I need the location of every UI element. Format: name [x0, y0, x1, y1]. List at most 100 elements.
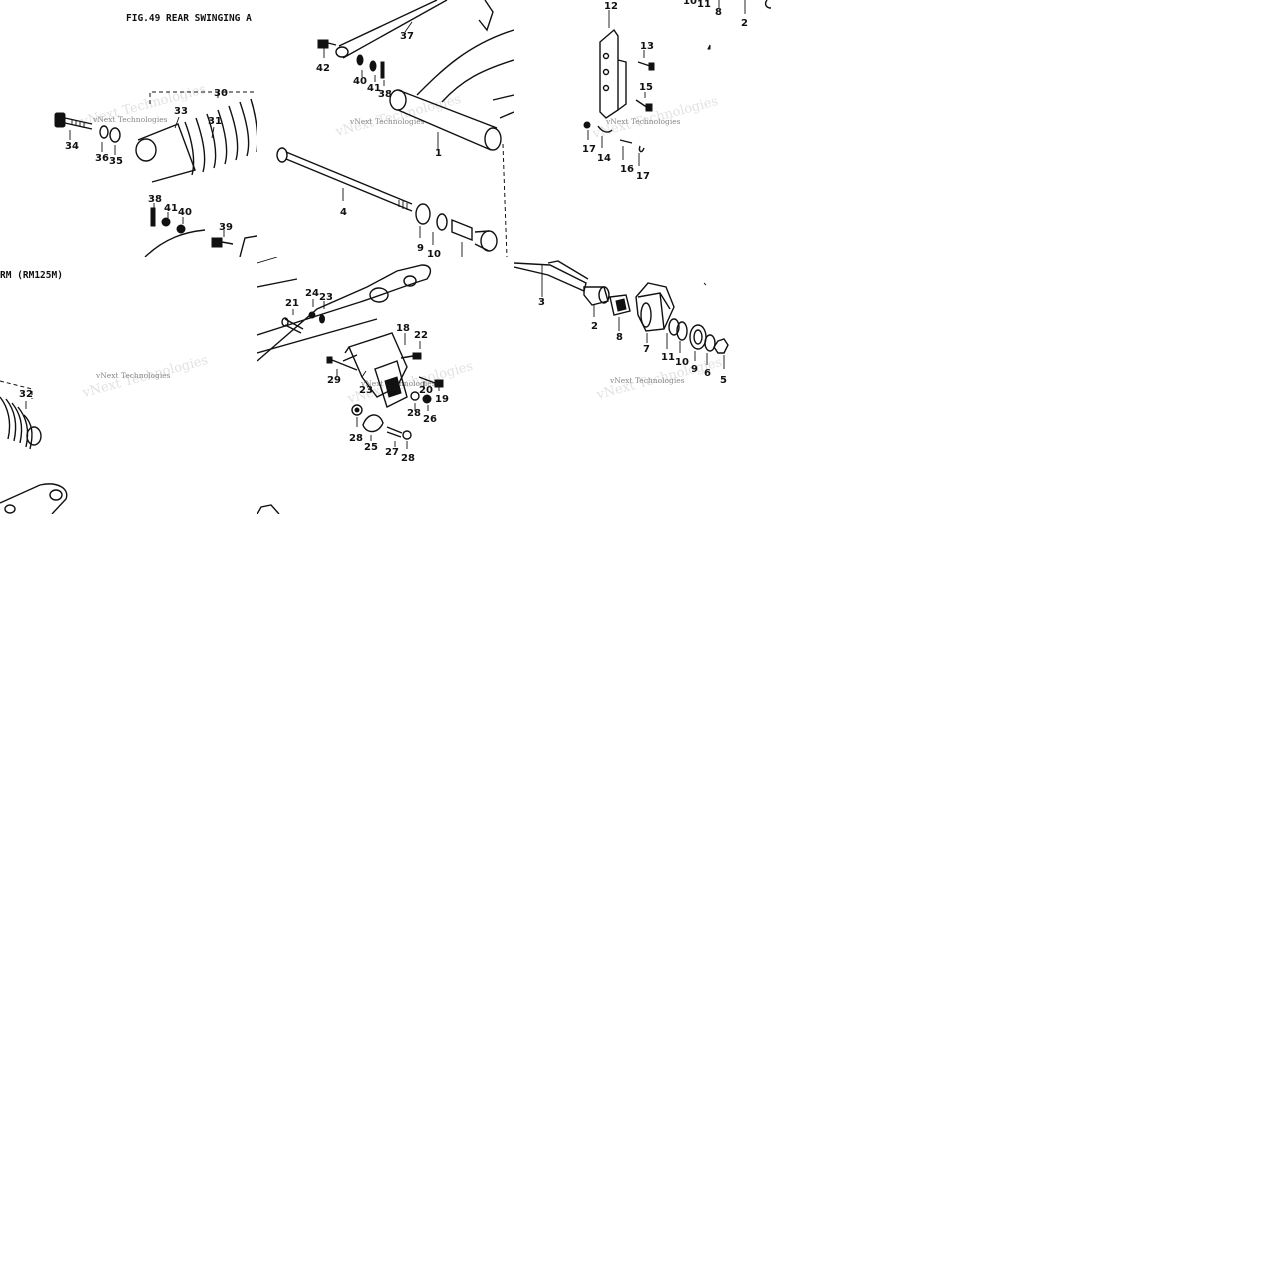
washer-28c: [402, 430, 412, 440]
adjuster-block-shade: [384, 376, 402, 398]
svg-text:22: 22: [414, 330, 428, 341]
bushing-2: [583, 286, 609, 306]
shock-lower-eye: [26, 426, 42, 446]
svg-text:13: 13: [640, 41, 654, 52]
adjuster-block: [374, 360, 408, 408]
figure-title: FIG.49 REAR SWINGING A: [126, 13, 252, 24]
svg-text:30: 30: [214, 88, 228, 99]
swingarm-brace: [492, 94, 514, 119]
bolt-22-head: [412, 352, 422, 360]
tube-1-end-right: [484, 127, 502, 151]
bolt-34-shank: [64, 117, 93, 130]
callout-labels-t6: 3 2 8 7 11 10 9 6 5: [538, 297, 727, 386]
leader-lines-lower: [153, 203, 225, 237]
svg-text:40: 40: [178, 207, 192, 218]
washer-6: [704, 334, 716, 352]
pin-21-end: [281, 317, 289, 327]
svg-text:14: 14: [597, 153, 611, 164]
hex-nut-7: [635, 282, 675, 332]
svg-text:35: 35: [109, 156, 123, 167]
cotter-pin-38: [380, 61, 385, 79]
pivot-shaft-drawing: vNext Technologies vNext Technologies: [276, 0, 514, 257]
svg-text:9: 9: [417, 243, 424, 254]
clip-14: [597, 125, 613, 133]
svg-text:21: 21: [285, 298, 299, 309]
dust-seal-10: [436, 213, 448, 231]
shock-eye-33: [135, 138, 157, 162]
bolt-42-shank: [327, 42, 337, 46]
tube-1-end: [389, 89, 407, 111]
svg-text:28: 28: [349, 433, 363, 444]
center-line: [502, 143, 508, 257]
link-hole-2: [4, 504, 16, 514]
bracket-flange: [342, 346, 358, 362]
svg-text:19: 19: [435, 394, 449, 405]
chain-guide-12-side: [617, 59, 627, 111]
bolt-29-head: [326, 356, 333, 364]
bushing-2-end: [598, 286, 610, 304]
svg-text:28: 28: [401, 453, 415, 464]
callout-labels-t4: 32: [19, 389, 33, 400]
washer-9-bore: [693, 329, 703, 345]
svg-text:7: 7: [643, 344, 650, 355]
spring-32: [0, 396, 33, 450]
axle-spacer-drawing: vNext Technologies vNext Technologies 3 …: [514, 260, 729, 403]
svg-text:16: 16: [620, 164, 634, 175]
nut-17b: [638, 145, 645, 153]
diagram-tile-pivot-shaft: vNext Technologies vNext Technologies: [257, 0, 514, 257]
chain-guide-12: [599, 28, 619, 119]
svg-text:38: 38: [378, 89, 392, 100]
frame-top: [257, 257, 278, 264]
link-hole-1: [49, 489, 63, 501]
washer-36: [99, 125, 109, 139]
axle-slot: [369, 287, 389, 303]
swingarm-tube-1: [397, 89, 498, 151]
hole-2: [602, 68, 610, 76]
svg-text:28: 28: [407, 408, 421, 419]
bolt-20: [418, 376, 436, 384]
diagram-tile-shock-lower: RM (RM125M) vNext Technologies vNext Tec…: [0, 257, 257, 514]
diagram-tile-axle-spacer: vNext Technologies vNext Technologies 3 …: [514, 257, 771, 514]
part-edge: [764, 0, 771, 9]
washer-9: [689, 324, 707, 350]
hole-3: [602, 84, 610, 92]
svg-text:11: 11: [697, 0, 711, 10]
nut-23: [319, 314, 325, 324]
leader-13-15: [643, 50, 646, 98]
bolt-27: [386, 426, 403, 438]
svg-text:10: 10: [675, 357, 689, 368]
svg-text:27: 27: [385, 447, 399, 458]
bolt-39-head: [211, 237, 223, 248]
assembly-bracket-30: [149, 91, 257, 104]
nut-41: [369, 60, 377, 72]
washer-9: [415, 203, 431, 225]
bottom-fragment: [257, 504, 280, 514]
screw-13-head: [648, 62, 655, 71]
svg-text:33: 33: [174, 106, 188, 117]
chain-guide-drawing: vNext Technologies vNext Technologies 10…: [582, 0, 771, 182]
pivot-bolt-4-shank: [285, 151, 413, 212]
svg-text:2: 2: [591, 321, 598, 332]
svg-text:8: 8: [616, 332, 623, 343]
svg-text:11: 11: [661, 352, 675, 363]
washer-28b: [351, 404, 363, 416]
svg-text:17: 17: [636, 171, 650, 182]
svg-text:25: 25: [364, 442, 378, 453]
screw-13: [637, 61, 651, 67]
svg-text:26: 26: [423, 414, 437, 425]
svg-text:29: 29: [327, 375, 341, 386]
sleeve-3-top: [547, 260, 589, 280]
watermark: vNext Technologies: [95, 371, 171, 380]
chain-adjuster-drawing: vNext Technologies vNext Technologies: [257, 257, 475, 514]
svg-text:41: 41: [367, 83, 381, 94]
sleeve-3: [514, 262, 587, 292]
svg-text:18: 18: [396, 323, 410, 334]
leader-lines: [323, 21, 463, 257]
svg-text:4: 4: [340, 207, 347, 218]
svg-text:24: 24: [305, 288, 319, 299]
swingarm-lower-edge: [257, 318, 378, 354]
cotter-pin-38: [150, 207, 156, 227]
svg-text:38: 38: [148, 194, 162, 205]
assembly-bracket-30-lower: [0, 380, 33, 399]
swingarm-frame: [416, 29, 514, 103]
